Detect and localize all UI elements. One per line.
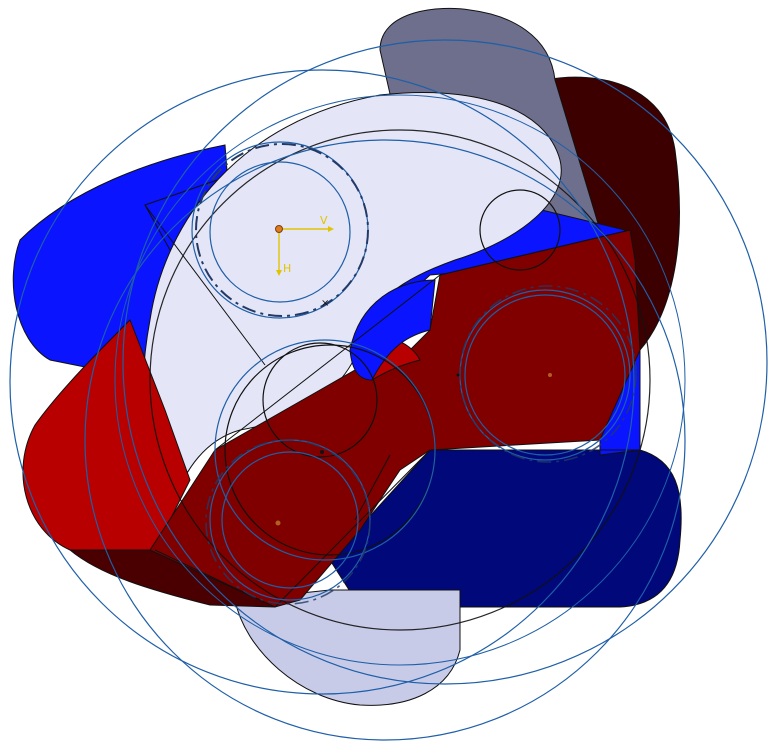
edge-circles: [149, 129, 651, 631]
construction-circles: [9, 39, 768, 741]
dashdot-circle-right: [459, 285, 637, 463]
blue-crescent-center[interactable]: [349, 279, 436, 381]
axis-v-label: V: [320, 214, 328, 227]
maroon-body[interactable]: [149, 229, 641, 608]
edge-lines: [144, 204, 640, 608]
outer-large: [84, 139, 686, 741]
dashdot-circle-top: [195, 143, 369, 317]
svg-text:×: ×: [321, 298, 329, 309]
outer-right: [122, 39, 768, 685]
center-points: ×: [275, 298, 552, 526]
red-lobe-left[interactable]: [22, 319, 191, 551]
origin-point[interactable]: [275, 225, 283, 233]
dashdot-circle-bottom: [205, 439, 371, 605]
axis-h-label: H: [283, 262, 291, 275]
axis-gizmo[interactable]: V H: [275, 214, 335, 276]
dark-maroon-wedge-lower-left[interactable]: [68, 549, 276, 608]
navy-block-lower-right[interactable]: [329, 449, 682, 608]
outer-left: [9, 69, 635, 695]
